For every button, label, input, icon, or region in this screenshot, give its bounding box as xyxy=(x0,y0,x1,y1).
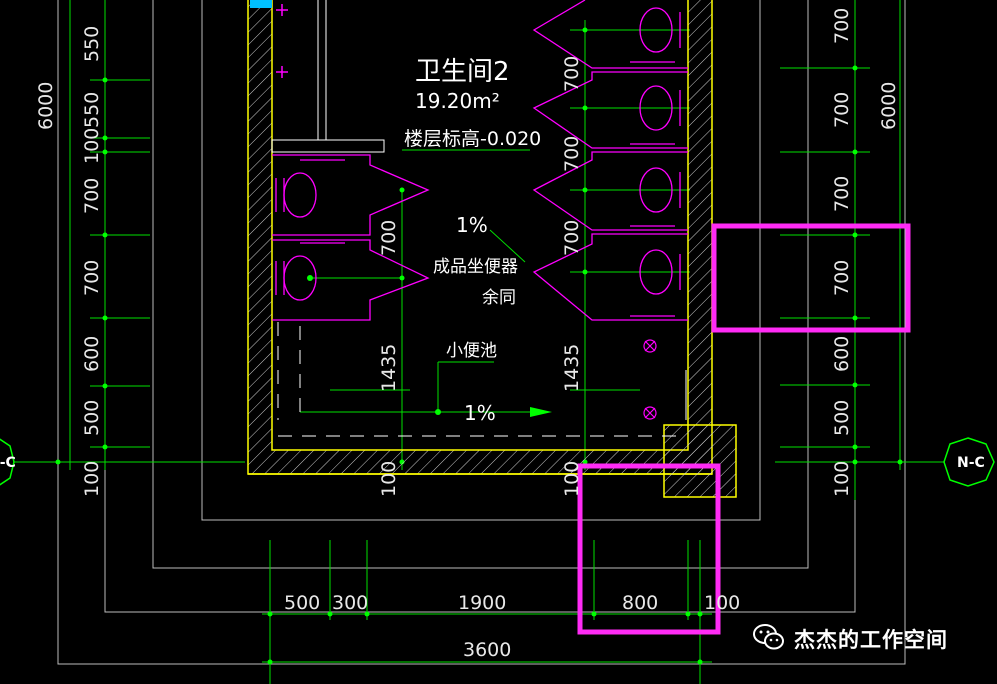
dim-inner-right: 100 xyxy=(561,461,583,497)
wechat-icon xyxy=(752,622,786,656)
window-mark xyxy=(250,0,272,8)
urinal-trough-label: 小便池 xyxy=(446,341,497,361)
slope-label-top: 1% xyxy=(456,213,488,237)
dim-right-seg: 700 xyxy=(831,176,853,212)
dim-inner-right: 700 xyxy=(561,136,583,172)
dim-left-seg: 550 xyxy=(81,26,103,62)
dim-left-seg: 500 xyxy=(81,400,103,436)
sink-counter xyxy=(271,0,385,153)
dim-left-seg: 100 xyxy=(81,461,103,497)
dim-left-seg: 600 xyxy=(81,336,103,372)
floor-drains xyxy=(643,339,657,420)
dim-inner-left: 1435 xyxy=(378,344,400,392)
column xyxy=(663,424,737,498)
watermark-text: 杰杰的工作空间 xyxy=(794,628,948,652)
dim-right-seg: 600 xyxy=(831,336,853,372)
axis-label-right: N-C xyxy=(957,455,985,471)
slope-arrow xyxy=(530,407,552,417)
dim-inner-right: 700 xyxy=(561,220,583,256)
room-area: 19.20m² xyxy=(415,89,500,113)
faucets xyxy=(276,4,288,78)
right-stalls xyxy=(532,0,688,321)
dim-left-seg: 700 xyxy=(81,260,103,296)
dim-right-seg: 700 xyxy=(831,8,853,44)
dim-bottom-total: 3600 xyxy=(463,639,511,661)
slope-label-bottom: 1% xyxy=(464,401,496,425)
urinal-trough xyxy=(277,322,687,437)
dim-bottom-seg: 500 xyxy=(284,592,320,614)
dim-right-seg: 500 xyxy=(831,400,853,436)
toilet-note-2: 余同 xyxy=(482,288,516,308)
watermark: 杰杰的工作空间 xyxy=(752,622,948,656)
dim-bottom-seg: 300 xyxy=(332,592,368,614)
dim-bottom-seg: 100 xyxy=(704,592,740,614)
dim-left-seg: 700 xyxy=(81,178,103,214)
dim-right-seg: 100 xyxy=(831,461,853,497)
dim-inner-left: 700 xyxy=(378,220,400,256)
toilet-note: 成品坐便器 xyxy=(433,257,518,277)
dim-inner-left: 100 xyxy=(378,461,400,497)
axis-label-left: N-C xyxy=(0,455,16,471)
dim-left-seg: 100 xyxy=(81,128,103,164)
left-stalls xyxy=(272,154,430,321)
axis-bubbles xyxy=(0,437,995,487)
dim-right-seg: 700 xyxy=(831,260,853,296)
highlight-boxes xyxy=(577,223,911,635)
dim-left-seg: 550 xyxy=(81,92,103,128)
dim-inner-right: 700 xyxy=(561,56,583,92)
floor-level: 楼层标高-0.020 xyxy=(404,128,541,150)
dim-inner-right: 1435 xyxy=(561,344,583,392)
dim-bottom-seg: 800 xyxy=(622,592,658,614)
dim-right-seg: 700 xyxy=(831,92,853,128)
dim-right-total: 6000 xyxy=(878,82,900,130)
dim-left-total: 6000 xyxy=(35,82,57,130)
room-name: 卫生间2 xyxy=(415,57,510,87)
dim-bottom-seg: 1900 xyxy=(458,592,506,614)
